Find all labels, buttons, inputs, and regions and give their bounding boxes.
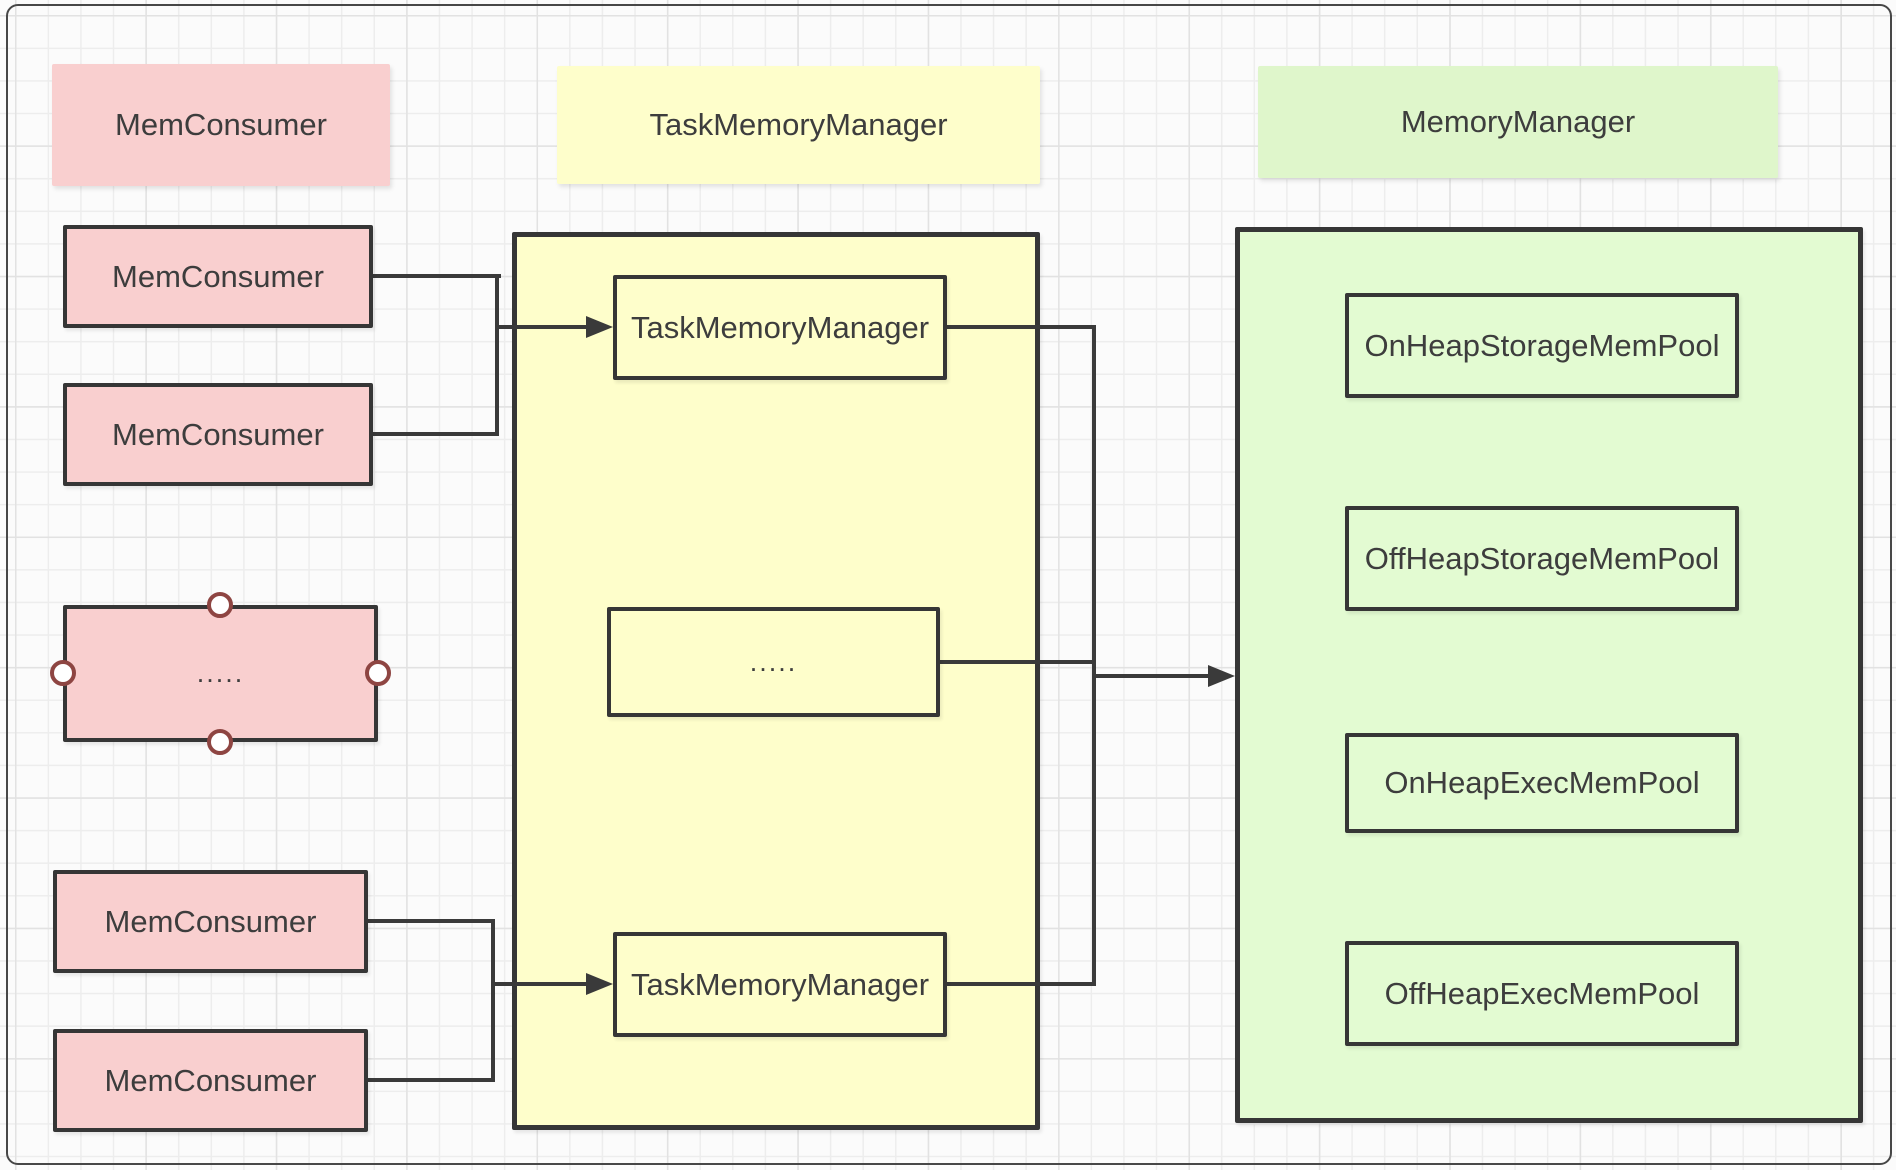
edge-consumer3-out[interactable] (368, 919, 495, 923)
node-offheap-storage-mem-pool[interactable]: OffHeapStorageMemPool (1345, 506, 1739, 611)
header-mem-consumer-label: MemConsumer (115, 107, 327, 143)
edge-consumer1-out[interactable] (373, 274, 501, 278)
header-memory-manager[interactable]: MemoryManager (1258, 66, 1778, 178)
edge-middle-dots-out[interactable] (940, 660, 1096, 664)
edge-into-manager1[interactable] (495, 325, 587, 329)
header-task-memory-manager[interactable]: TaskMemoryManager (557, 66, 1040, 184)
edge-consumer2-out[interactable] (373, 432, 499, 436)
node-mem-consumer-ellipsis-label: ..... (196, 658, 245, 689)
header-mem-consumer[interactable]: MemConsumer (52, 64, 390, 186)
node-mem-consumer-4-label: MemConsumer (104, 1062, 317, 1098)
connection-handle-bottom[interactable] (207, 729, 233, 755)
edge-consumer12-merge[interactable] (495, 274, 499, 436)
node-offheap-exec-mem-pool[interactable]: OffHeapExecMemPool (1345, 941, 1739, 1046)
node-task-memory-manager-2-label: TaskMemoryManager (630, 966, 930, 1002)
node-task-memory-manager-1[interactable]: TaskMemoryManager (613, 275, 947, 380)
edge-manager2-out[interactable] (947, 982, 1096, 986)
node-onheap-storage-mem-pool-label: OnHeapStorageMemPool (1364, 327, 1720, 363)
connection-handle-right[interactable] (365, 660, 391, 686)
edge-into-memory-manager[interactable] (1092, 674, 1209, 678)
node-mem-consumer-3-label: MemConsumer (104, 903, 317, 939)
node-onheap-exec-mem-pool[interactable]: OnHeapExecMemPool (1345, 733, 1739, 833)
node-mem-consumer-2-label: MemConsumer (112, 416, 324, 452)
header-task-memory-manager-label: TaskMemoryManager (649, 107, 948, 143)
arrowhead-into-manager2[interactable] (586, 973, 613, 995)
edge-consumer34-merge[interactable] (491, 919, 495, 1082)
node-offheap-exec-mem-pool-label: OffHeapExecMemPool (1384, 975, 1700, 1011)
node-mem-consumer-1-label: MemConsumer (112, 258, 324, 294)
edge-consumer4-out[interactable] (368, 1078, 495, 1082)
connection-handle-left[interactable] (50, 660, 76, 686)
node-onheap-storage-mem-pool[interactable]: OnHeapStorageMemPool (1345, 293, 1739, 398)
edge-into-manager2[interactable] (491, 982, 587, 986)
node-task-memory-manager-2[interactable]: TaskMemoryManager (613, 932, 947, 1037)
header-memory-manager-label: MemoryManager (1400, 104, 1636, 140)
node-mem-consumer-ellipsis[interactable]: ..... (63, 605, 378, 742)
edge-managers-merge[interactable] (1092, 325, 1096, 986)
node-mem-consumer-2[interactable]: MemConsumer (63, 383, 373, 486)
edge-manager1-out[interactable] (947, 325, 1096, 329)
node-task-memory-manager-ellipsis[interactable]: ..... (607, 607, 940, 717)
arrowhead-into-memory-manager[interactable] (1208, 665, 1235, 687)
node-onheap-exec-mem-pool-label: OnHeapExecMemPool (1384, 765, 1700, 801)
node-task-memory-manager-ellipsis-label: ..... (749, 646, 798, 677)
node-mem-consumer-4[interactable]: MemConsumer (53, 1029, 368, 1132)
arrowhead-into-manager1[interactable] (586, 316, 613, 338)
connection-handle-top[interactable] (207, 592, 233, 618)
node-mem-consumer-1[interactable]: MemConsumer (63, 225, 373, 328)
node-mem-consumer-3[interactable]: MemConsumer (53, 870, 368, 973)
node-offheap-storage-mem-pool-label: OffHeapStorageMemPool (1364, 540, 1720, 576)
node-task-memory-manager-1-label: TaskMemoryManager (630, 309, 930, 345)
